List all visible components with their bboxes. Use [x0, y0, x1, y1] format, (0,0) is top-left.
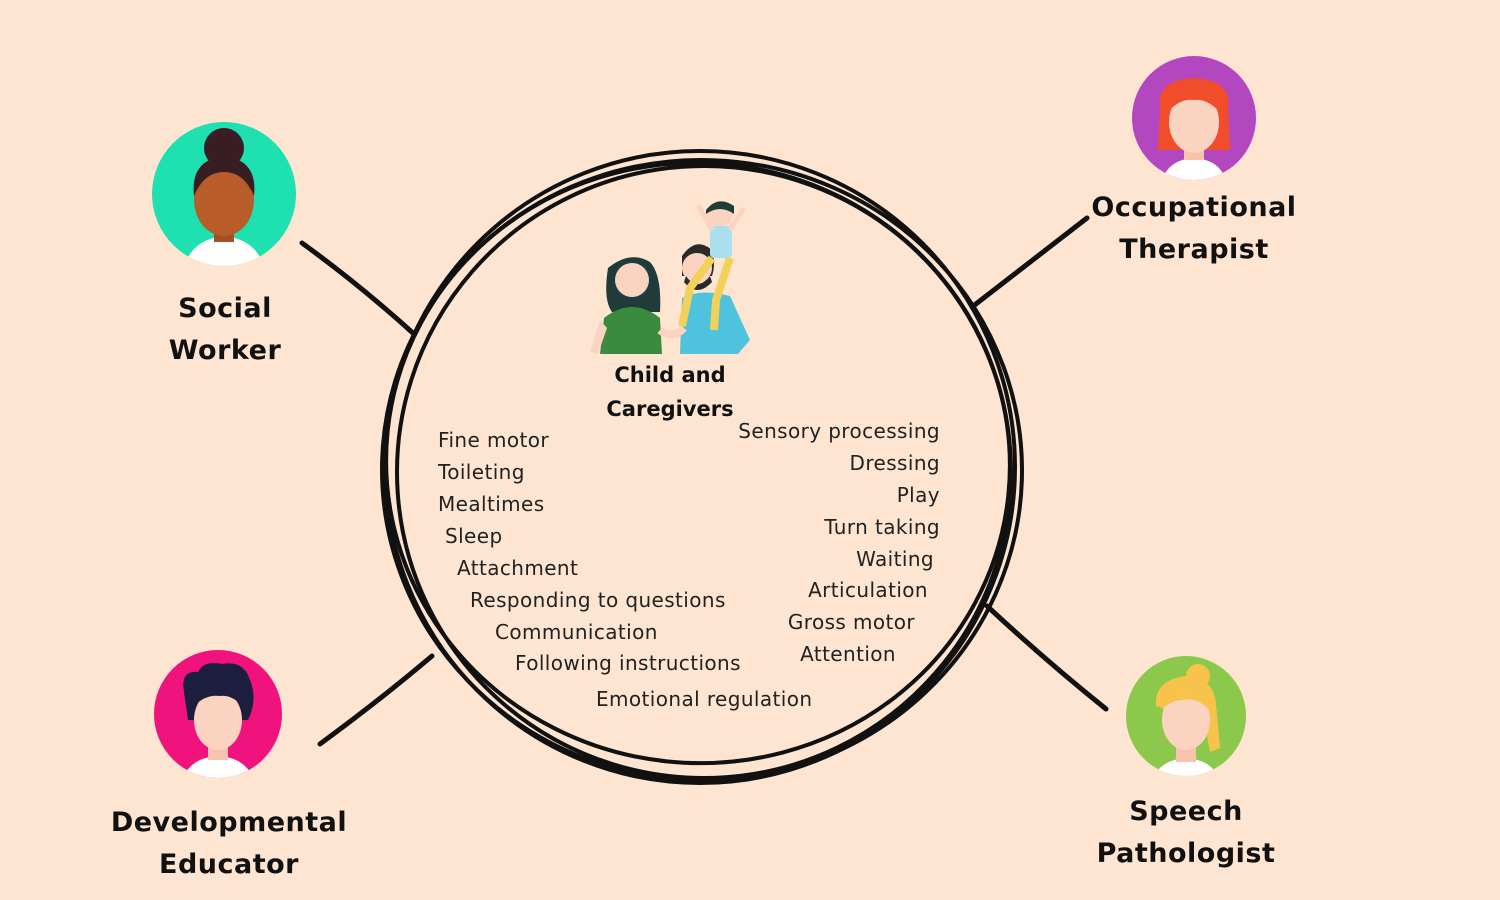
connector-speech-pathologist: [984, 603, 1109, 712]
skill-item: Attachment: [457, 556, 579, 580]
speech-pathologist-label-line1: Speech: [1129, 796, 1243, 827]
skill-item: Communication: [495, 620, 658, 644]
skill-item: Play: [896, 483, 940, 507]
connector-developmental-educator: [317, 653, 435, 747]
skill-item: Responding to questions: [470, 588, 726, 612]
developmental-educator-label-line1: Developmental: [110, 807, 348, 838]
skill-item: Gross motor: [787, 610, 915, 634]
skill-item: Turn taking: [824, 515, 940, 539]
central-circle: [380, 149, 1024, 785]
skill-item: Waiting: [856, 547, 934, 571]
social-worker-label-line1: Social: [178, 293, 272, 324]
speech-pathologist-label-line2: Pathologist: [1096, 838, 1276, 869]
connector-social-worker: [299, 240, 417, 337]
skill-item: Emotional regulation: [596, 687, 813, 711]
skill-item: Mealtimes: [438, 492, 545, 516]
developmental-educator-avatar: [154, 650, 282, 778]
occupational-therapist-label: Occupational Therapist: [1074, 187, 1314, 271]
social-worker-label: Social Worker: [125, 288, 325, 372]
occupational-therapist-label-line2: Therapist: [1119, 234, 1269, 265]
skill-item: Sensory processing: [738, 419, 940, 443]
skill-item: Toileting: [438, 460, 525, 484]
social-worker-avatar: [152, 122, 296, 266]
speech-pathologist-avatar: [1126, 656, 1246, 776]
skill-item: Sleep: [445, 524, 503, 548]
developmental-educator-label-line2: Educator: [159, 849, 299, 880]
skill-item: Dressing: [849, 451, 940, 475]
occupational-therapist-label-line1: Occupational: [1091, 192, 1297, 223]
center-title-line2: Caregivers: [606, 397, 734, 421]
family-illustration: [590, 201, 750, 354]
skill-item: Articulation: [808, 578, 928, 602]
occupational-therapist-avatar: [1132, 56, 1256, 180]
developmental-educator-label: Developmental Educator: [104, 802, 354, 886]
skill-item: Attention: [800, 642, 896, 666]
center-title-line1: Child and: [614, 363, 726, 387]
skill-item: Fine motor: [438, 428, 549, 452]
center-title: Child and Caregivers: [570, 358, 770, 426]
social-worker-label-line2: Worker: [168, 335, 282, 366]
skill-item: Following instructions: [515, 651, 741, 675]
connector-occupational-therapist: [969, 215, 1090, 310]
speech-pathologist-label: Speech Pathologist: [1076, 791, 1296, 875]
